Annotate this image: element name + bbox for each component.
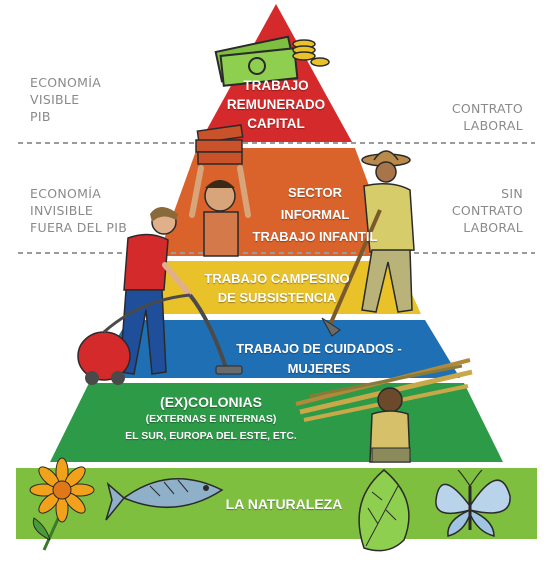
label-economia-visible: ECONOMÍA VISIBLE PIB [30, 74, 101, 125]
tier-cuidados [93, 320, 460, 378]
tier-label-naturaleza: LA NATURALEZA [224, 494, 344, 514]
label-line: ECONOMÍA [30, 75, 102, 90]
tier-line: (EX)COLONIAS [160, 394, 262, 410]
tier-line: EL SUR, EUROPA DEL ESTE, ETC. [125, 430, 297, 442]
tier-campesino [132, 261, 421, 314]
label-contrato-laboral: CONTRATO LABORAL [452, 100, 523, 134]
label-line: CONTRATO [451, 203, 523, 218]
tier-line: SECTOR INFORMAL [280, 185, 350, 222]
butterfly-icon [435, 469, 511, 537]
bricks-icon [189, 124, 251, 257]
label-line: LABORAL [463, 220, 523, 235]
tier-line: (EXTERNAS E INTERNAS) [145, 413, 277, 425]
tier-label-capital: TRABAJO REMUNERADO CAPITAL [216, 76, 336, 133]
label-line: SIN [501, 186, 523, 201]
tier-label-informal: SECTOR INFORMAL TRABAJO INFANTIL [252, 182, 378, 248]
farmer-icon [321, 150, 415, 337]
leaf-icon [358, 469, 410, 552]
label-line: LABORAL [463, 118, 523, 133]
woman-vacuum-icon [77, 207, 243, 385]
flower-icon [29, 457, 95, 551]
tier-line: TRABAJO [243, 78, 309, 93]
tier-line: TRABAJO INFANTIL [252, 229, 378, 244]
tier-label-colonias: (EX)COLONIAS (EXTERNAS E INTERNAS) EL SU… [120, 394, 302, 445]
label-line: INVISIBLE [30, 203, 94, 218]
label-line: FUERA DEL PIB [30, 220, 128, 235]
fish-icon [105, 478, 224, 521]
money-icon [214, 35, 330, 87]
label-line: ECONOMÍA [30, 186, 102, 201]
tier-label-campesino: TRABAJO CAMPESINO DE SUBSISTENCIA [182, 269, 372, 307]
tier-line: REMUNERADO [226, 97, 326, 112]
label-line: PIB [30, 109, 51, 124]
tier-line: DE SUBSISTENCIA [217, 290, 337, 305]
label-line: VISIBLE [30, 92, 80, 107]
tier-line: CAPITAL [247, 116, 305, 131]
sugarcane-carrier-icon [295, 358, 473, 463]
tier-line: LA NATURALEZA [225, 496, 343, 512]
tier-label-cuidados: TRABAJO DE CUIDADOS - MUJERES [206, 339, 432, 379]
label-economia-invisible: ECONOMÍA INVISIBLE FUERA DEL PIB [30, 185, 127, 236]
label-line: CONTRATO [451, 101, 523, 116]
label-sin-contrato-laboral: SIN CONTRATO LABORAL [452, 185, 523, 236]
tier-line: TRABAJO DE CUIDADOS - MUJERES [236, 341, 402, 376]
tier-line: TRABAJO CAMPESINO [204, 271, 350, 286]
